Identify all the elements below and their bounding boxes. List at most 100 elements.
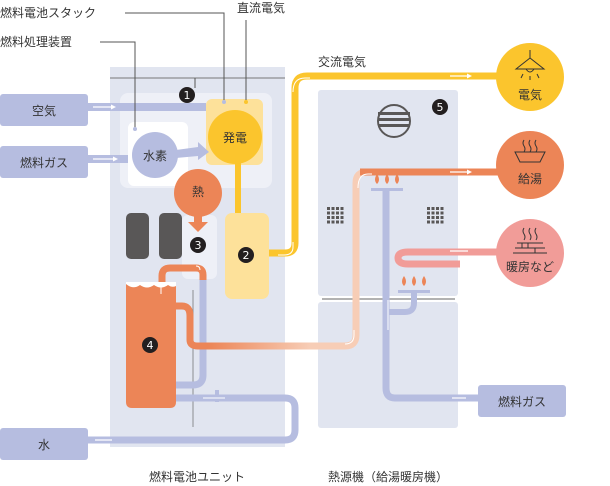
- callout-leaders: [100, 12, 247, 128]
- grille-dot: [327, 216, 330, 219]
- grille-dot: [427, 207, 430, 210]
- grille-dot: [340, 216, 344, 219]
- burner-bottom: [398, 290, 430, 293]
- water-branch: [215, 390, 219, 402]
- marker-5: 5: [432, 99, 448, 115]
- grille-dot: [427, 220, 430, 224]
- grille-dot: [427, 211, 430, 215]
- grille-dot: [340, 220, 344, 224]
- hot-water-output: [496, 131, 564, 199]
- bath-icon: [514, 139, 546, 163]
- battery-2: [159, 213, 182, 259]
- grille-dot: [331, 211, 335, 215]
- grille-dot: [431, 220, 435, 224]
- grille-dot: [440, 211, 444, 215]
- hydrogen-label: 水素: [143, 149, 167, 163]
- air-arrow-head: [111, 104, 116, 110]
- grille-dot: [327, 211, 330, 215]
- heat-arrow: [188, 208, 208, 232]
- grille-dot: [431, 211, 435, 215]
- callout-stack: 燃料電池スタック: [0, 5, 96, 20]
- svg-text:2: 2: [243, 249, 250, 262]
- grille-dot: [436, 207, 439, 210]
- grille-dot: [331, 216, 335, 219]
- grille-dot: [336, 207, 339, 210]
- marker-3: 3: [190, 237, 206, 253]
- ac-pipe: [268, 72, 505, 257]
- water-pipe: [88, 394, 299, 444]
- dc-pipe: [235, 150, 241, 215]
- air-pipe: [88, 103, 206, 111]
- grille-left: [327, 207, 344, 224]
- ac-arrow-upper: [292, 77, 310, 93]
- fuel-cell-unit-caption: 燃料電池ユニット: [149, 469, 245, 484]
- flame-icons-upper: [375, 174, 399, 184]
- grille-dot: [440, 220, 444, 224]
- callout-dc: 直流電気: [237, 0, 285, 15]
- fuel-gas-arrow-head: [113, 156, 118, 162]
- ac-arrow-lower: [278, 242, 294, 256]
- grille-dot: [436, 216, 439, 219]
- grille-dot: [431, 216, 435, 219]
- grille-dot: [336, 216, 339, 219]
- tank-surface: [126, 282, 176, 288]
- grille-dot: [436, 211, 439, 215]
- flame-icons-lower: [402, 276, 426, 286]
- electricity-label: 電気: [518, 87, 542, 102]
- burner-top: [371, 188, 403, 191]
- hot-water-arrow-head: [467, 169, 472, 175]
- dc-dot: [244, 100, 248, 104]
- grille-dot: [340, 207, 344, 210]
- heat-source-gas-input-box: [478, 385, 566, 417]
- fuel-gas-left-label: 燃料ガス: [20, 155, 68, 170]
- grille-dot: [327, 220, 330, 224]
- generation-label: 発電: [223, 131, 247, 145]
- grille-dot: [436, 220, 439, 224]
- callout-ac: 交流電気: [318, 54, 366, 69]
- water-circuit-pipe: [175, 280, 207, 389]
- marker-4: 4: [142, 337, 158, 353]
- hydrogen-node: [132, 132, 178, 178]
- heat-node: [174, 169, 222, 217]
- grille-right: [427, 207, 444, 224]
- fuel-gas-input-box: [0, 146, 88, 178]
- grille-dot: [336, 220, 339, 224]
- marker-1: 1: [179, 87, 195, 103]
- hot-water-loop-pipe: [158, 264, 207, 290]
- heat-source-gas-pipe: [382, 190, 478, 402]
- grille-dot: [427, 216, 430, 219]
- grille-dot: [440, 207, 444, 210]
- burner-bottom-pipe: [388, 293, 417, 315]
- lamp-icon: [514, 50, 546, 80]
- supply-arrow-lower: [344, 330, 355, 345]
- grille-dot: [331, 220, 335, 224]
- tank-outlet-pipe: [176, 302, 210, 350]
- heat-source-caption: 熱源機（給湯暖房機）: [328, 469, 448, 484]
- heating-label: 暖房など: [506, 259, 554, 274]
- heat-label: 熱: [192, 185, 204, 199]
- marker-2: 2: [238, 247, 254, 263]
- loop-arrow: [195, 265, 201, 271]
- air-input-box: [0, 94, 88, 126]
- ac-arrow-right-head: [467, 73, 472, 79]
- stack-dot: [222, 100, 226, 104]
- fuel-gas-right-label: 燃料ガス: [498, 394, 546, 409]
- generation-node: [208, 110, 262, 164]
- processor-dot: [133, 127, 137, 131]
- battery-1: [126, 213, 149, 259]
- supply-arrow-up: [357, 173, 372, 189]
- water-input-box: [0, 428, 88, 460]
- hydrogen-arrow: [176, 142, 209, 160]
- grille-dot: [340, 211, 344, 215]
- floor-heating-icon: [513, 227, 547, 254]
- svg-text:3: 3: [195, 239, 202, 252]
- exhaust-vent-icon: [377, 104, 411, 138]
- grille-dot: [431, 207, 435, 210]
- hot-water-label: 給湯: [518, 172, 542, 186]
- grille-dot: [440, 216, 444, 219]
- air-label: 空気: [32, 103, 56, 118]
- grille-dot: [331, 207, 335, 210]
- svg-text:1: 1: [184, 89, 191, 102]
- grille-dot: [336, 211, 339, 215]
